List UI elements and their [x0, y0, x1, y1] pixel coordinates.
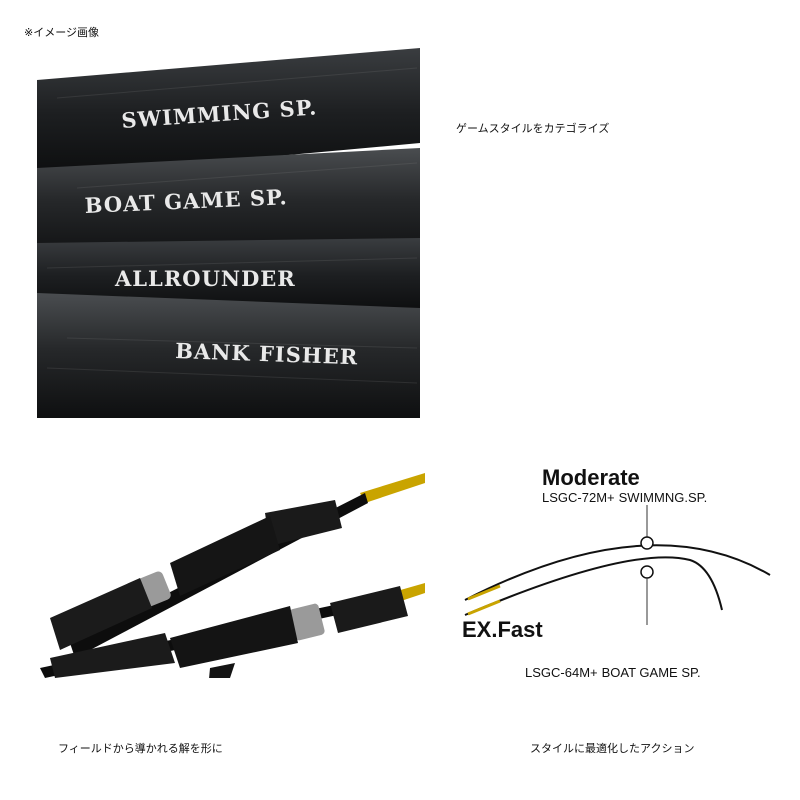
- rod-label-allrounder: ALLROUNDER: [114, 266, 296, 291]
- exfast-model: LSGC-64M+BOAT GAME SP.: [525, 665, 701, 680]
- moderate-model: LSGC-72M+SWIMMNG.SP.: [542, 490, 707, 505]
- rod-blank-3: [37, 238, 420, 313]
- exfast-marker: [640, 565, 654, 579]
- image-note: ※イメージ画像: [24, 26, 99, 39]
- rod-action-diagram: Moderate LSGC-72M+SWIMMNG.SP. EX.Fast LS…: [450, 455, 790, 695]
- rod-blank-4: [37, 293, 420, 418]
- caption-field-solution: フィールドから導かれる解を形に: [58, 742, 223, 755]
- moderate-title: Moderate: [542, 465, 640, 490]
- moderate-curve: [464, 544, 771, 601]
- rod-blank-2: [37, 148, 420, 263]
- caption-optimized-action: スタイルに最適化したアクション: [530, 742, 695, 755]
- exfast-curve: [464, 556, 723, 616]
- rod-blank-1: [37, 48, 420, 178]
- rod-blanks-photo: SWIMMING SP. BOAT GAME SP. ALLROUNDER BA…: [37, 38, 420, 418]
- moderate-marker: [640, 536, 654, 550]
- exfast-title: EX.Fast: [462, 617, 543, 642]
- caption-categorize: ゲームスタイルをカテゴライズ: [456, 122, 610, 135]
- reel-seat-photo: [30, 468, 425, 678]
